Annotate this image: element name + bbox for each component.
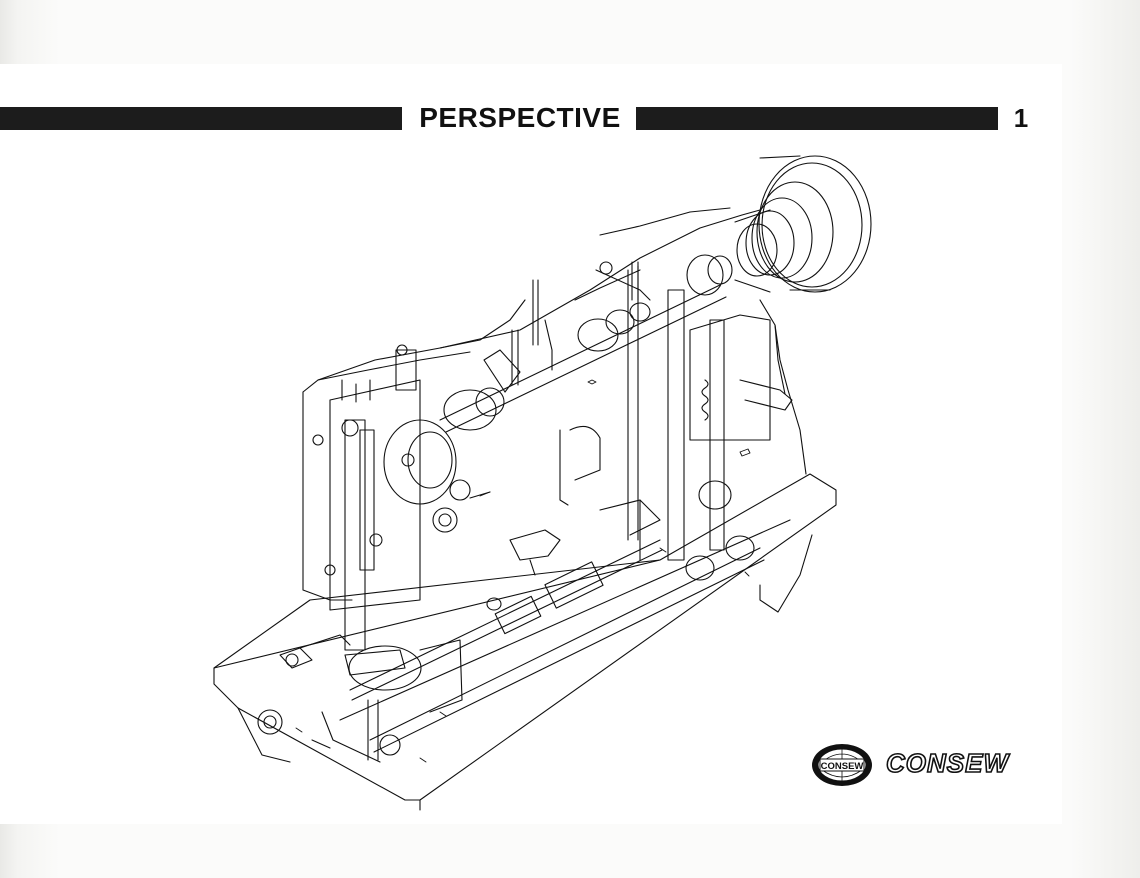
vertical-shaft	[627, 265, 793, 561]
emblem-text: CONSEW	[821, 761, 864, 772]
handwheel	[734, 155, 872, 293]
header-rule-right	[636, 107, 998, 130]
needle-bar-head	[312, 344, 421, 651]
thread-tension-assembly	[383, 419, 491, 533]
screw-details	[295, 379, 751, 763]
document-page	[0, 64, 1062, 824]
machine-arm-housing	[302, 207, 807, 601]
consew-emblem: CONSEW	[812, 744, 872, 786]
header-rule-left	[0, 107, 402, 130]
brand-wordmark: CONSEW	[885, 747, 1009, 779]
feed-linkage	[509, 429, 661, 576]
page-number: 1	[1013, 103, 1029, 133]
machine-bed	[213, 473, 837, 811]
main-shaft	[439, 254, 733, 433]
page-title: PERSPECTIVE	[419, 102, 621, 133]
thread-guides	[483, 261, 651, 393]
presser-foot-area	[257, 634, 463, 761]
lower-shaft	[349, 535, 765, 753]
